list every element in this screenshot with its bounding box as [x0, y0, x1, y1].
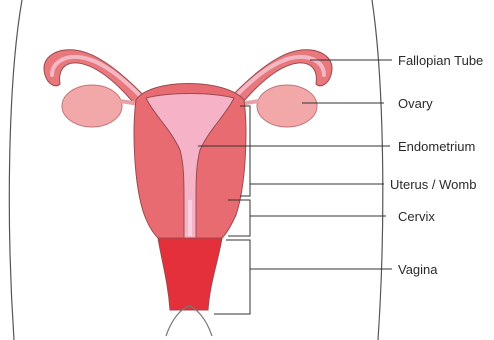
- label-cervix: Cervix: [398, 209, 435, 224]
- label-endometrium: Endometrium: [398, 139, 475, 154]
- body-outline-right: [372, 0, 383, 340]
- label-fallopian-tube: Fallopian Tube: [398, 53, 483, 68]
- ovary-right: [257, 85, 317, 127]
- cervical-canal: [188, 200, 192, 236]
- label-ovary: Ovary: [398, 96, 433, 111]
- ovary-left: [62, 85, 122, 127]
- label-uterus: Uterus / Womb: [390, 177, 476, 192]
- body-outline-left: [9, 0, 22, 340]
- vagina: [158, 238, 222, 310]
- label-vagina: Vagina: [398, 262, 438, 277]
